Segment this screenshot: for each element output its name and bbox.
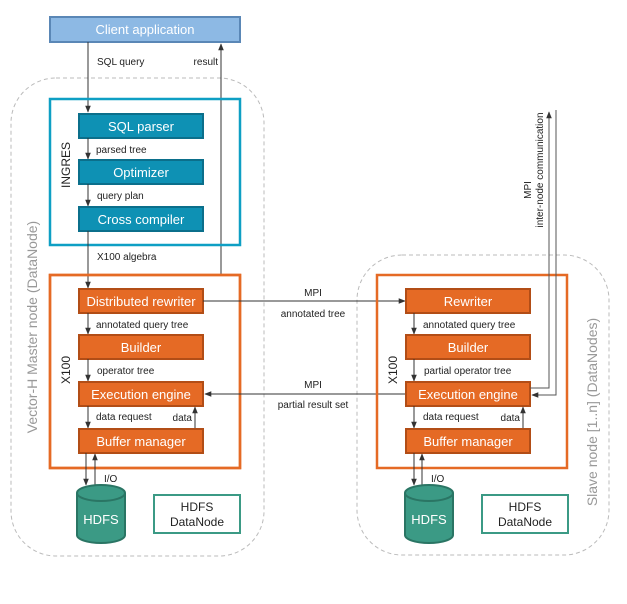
- parsed-tree-label: parsed tree: [96, 145, 147, 156]
- sql-parser-label: SQL parser: [108, 119, 175, 134]
- client-application-box: [49, 16, 241, 43]
- slave-rewriter-box: [405, 288, 531, 314]
- cross-compiler-label: Cross compiler: [98, 212, 185, 227]
- partial-operator-tree-label: partial operator tree: [424, 366, 512, 377]
- slave-buffer-manager-box: [405, 428, 531, 454]
- master-execution-engine-box: [78, 381, 204, 407]
- master-hdfs-datanode-line1: HDFS: [181, 500, 214, 514]
- master-builder-box: [78, 334, 204, 360]
- master-data-request-label: data request: [96, 412, 152, 423]
- mpi-top-label: MPI: [304, 288, 322, 299]
- client-application-label: Client application: [95, 22, 194, 37]
- x100-algebra-label: X100 algebra: [97, 252, 157, 263]
- cross-compiler-box: [78, 206, 204, 232]
- operator-tree-label: operator tree: [97, 366, 155, 377]
- inter-node-communication-label: inter-node communication: [535, 112, 546, 227]
- optimizer-box: [78, 159, 204, 185]
- master-builder-label: Builder: [121, 340, 162, 355]
- slave-node-outline: [356, 254, 610, 556]
- optimizer-label: Optimizer: [113, 165, 169, 180]
- result-label: result: [194, 57, 219, 68]
- master-x100-label: X100: [59, 356, 73, 384]
- master-buffer-manager-label: Buffer manager: [96, 434, 186, 449]
- master-buffer-manager-box: [78, 428, 204, 454]
- inter-node-mpi-label: MPI: [523, 181, 534, 199]
- master-x100-group-outline: [48, 273, 242, 470]
- slave-hdfs-datanode-line1: HDFS: [509, 500, 542, 514]
- slave-builder-box: [405, 334, 531, 360]
- slave-x100-label: X100: [386, 356, 400, 384]
- inter-node-in-arrow: [531, 110, 557, 398]
- slave-builder-label: Builder: [448, 340, 489, 355]
- slave-execution-engine-box: [405, 381, 531, 407]
- master-annotated-query-tree-label: annotated query tree: [96, 320, 189, 331]
- slave-node-label: Slave node [1..n] (DataNodes): [584, 318, 600, 506]
- slave-rewriter-label: Rewriter: [444, 294, 493, 309]
- sql-parser-box: [78, 113, 204, 139]
- slave-data-request-label: data request: [423, 412, 479, 423]
- slave-hdfs-datanode-box: [481, 494, 569, 534]
- ingres-group: [48, 97, 242, 247]
- master-hdfs-datanode-box: [153, 494, 241, 534]
- slave-annotated-query-tree-label: annotated query tree: [423, 320, 516, 331]
- master-io-label: I/O: [104, 474, 118, 485]
- sql-query-label: SQL query: [97, 57, 144, 68]
- partial-result-set-label: partial result set: [278, 400, 349, 411]
- slave-hdfs-cylinder: [404, 484, 454, 544]
- distributed-rewriter-label: Distributed rewriter: [86, 294, 196, 309]
- master-node-outline: [10, 77, 265, 557]
- annotated-tree-label: annotated tree: [281, 309, 346, 320]
- ingres-label: INGRES: [59, 142, 73, 188]
- master-node-label: Vector-H Master node (DataNode): [24, 221, 40, 433]
- inter-node-out-arrow: [530, 111, 552, 389]
- master-execution-engine-label: Execution engine: [91, 387, 191, 402]
- slave-data-label: data: [501, 413, 521, 424]
- slave-io-label: I/O: [431, 474, 445, 485]
- master-hdfs-label: HDFS: [83, 512, 119, 527]
- query-plan-label: query plan: [97, 191, 144, 202]
- slave-hdfs-label: HDFS: [411, 512, 447, 527]
- slave-buffer-manager-label: Buffer manager: [423, 434, 513, 449]
- master-hdfs-cylinder: [76, 484, 126, 544]
- slave-hdfs-datanode-line2: DataNode: [498, 515, 552, 529]
- master-data-label: data: [173, 413, 193, 424]
- slave-x100-group: [375, 273, 569, 470]
- master-hdfs-datanode-line2: DataNode: [170, 515, 224, 529]
- slave-execution-engine-label: Execution engine: [418, 387, 518, 402]
- mpi-bottom-label: MPI: [304, 380, 322, 391]
